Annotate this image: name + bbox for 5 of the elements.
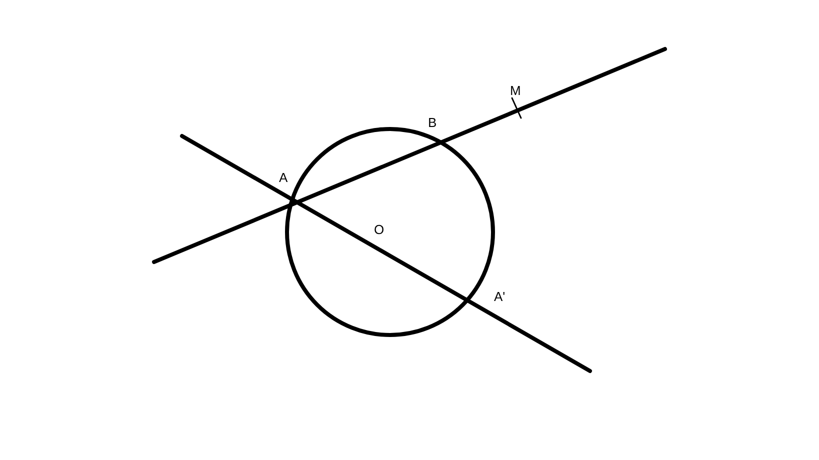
point-label: B — [428, 115, 437, 130]
point-label: A — [279, 170, 288, 185]
point-label: M — [510, 83, 521, 98]
point-label: A' — [494, 289, 506, 304]
point-label: O — [374, 222, 384, 237]
